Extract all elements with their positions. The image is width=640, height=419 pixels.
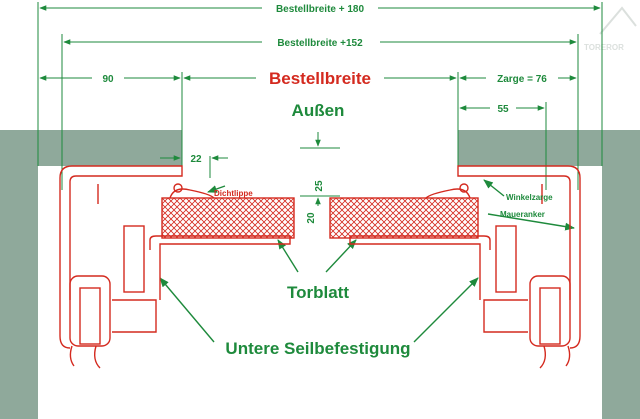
label-lower-cable-mount: Untere Seilbefestigung: [225, 339, 410, 358]
dim-right-55: 55: [497, 104, 509, 115]
frame-right: [349, 165, 581, 369]
leader-lines: [159, 179, 575, 343]
dim-frame-76: Zarge = 76: [497, 74, 547, 85]
label-angle-frame: Winkelzarge: [506, 193, 553, 202]
seal-lip-left: [169, 188, 215, 199]
wall-left-lower: [0, 166, 38, 419]
dim-gap-22: 22: [190, 154, 202, 165]
wall-right: [458, 130, 640, 166]
label-outside: Außen: [292, 101, 345, 120]
dim-order-width-plus-152: Bestellbreite +152: [277, 38, 363, 49]
dim-left-90: 90: [102, 74, 114, 85]
watermark-text: TOREROR: [584, 43, 624, 52]
seal-lip-right: [425, 188, 471, 199]
label-seal-lip: Dichtlippe: [214, 189, 253, 198]
watermark-logo: TOREROR: [584, 6, 637, 52]
door-leaf-right-panel: [329, 197, 479, 239]
door-leaf-left-panel: [161, 197, 295, 239]
frame-left: [59, 165, 291, 369]
dim-order-width-plus-180: Bestellbreite + 180: [276, 4, 365, 15]
wall-left: [0, 130, 182, 166]
label-door-leaf: Torblatt: [287, 283, 349, 302]
extension-lines: [37, 2, 603, 197]
dim-order-width: Bestellbreite: [269, 69, 371, 88]
dimension-lines: [39, 5, 601, 206]
dim-thickness-20: 20: [306, 212, 317, 224]
label-wall-anchor: Maueranker: [500, 210, 545, 219]
dim-height-25: 25: [314, 180, 325, 192]
wall-right-lower: [602, 166, 640, 419]
